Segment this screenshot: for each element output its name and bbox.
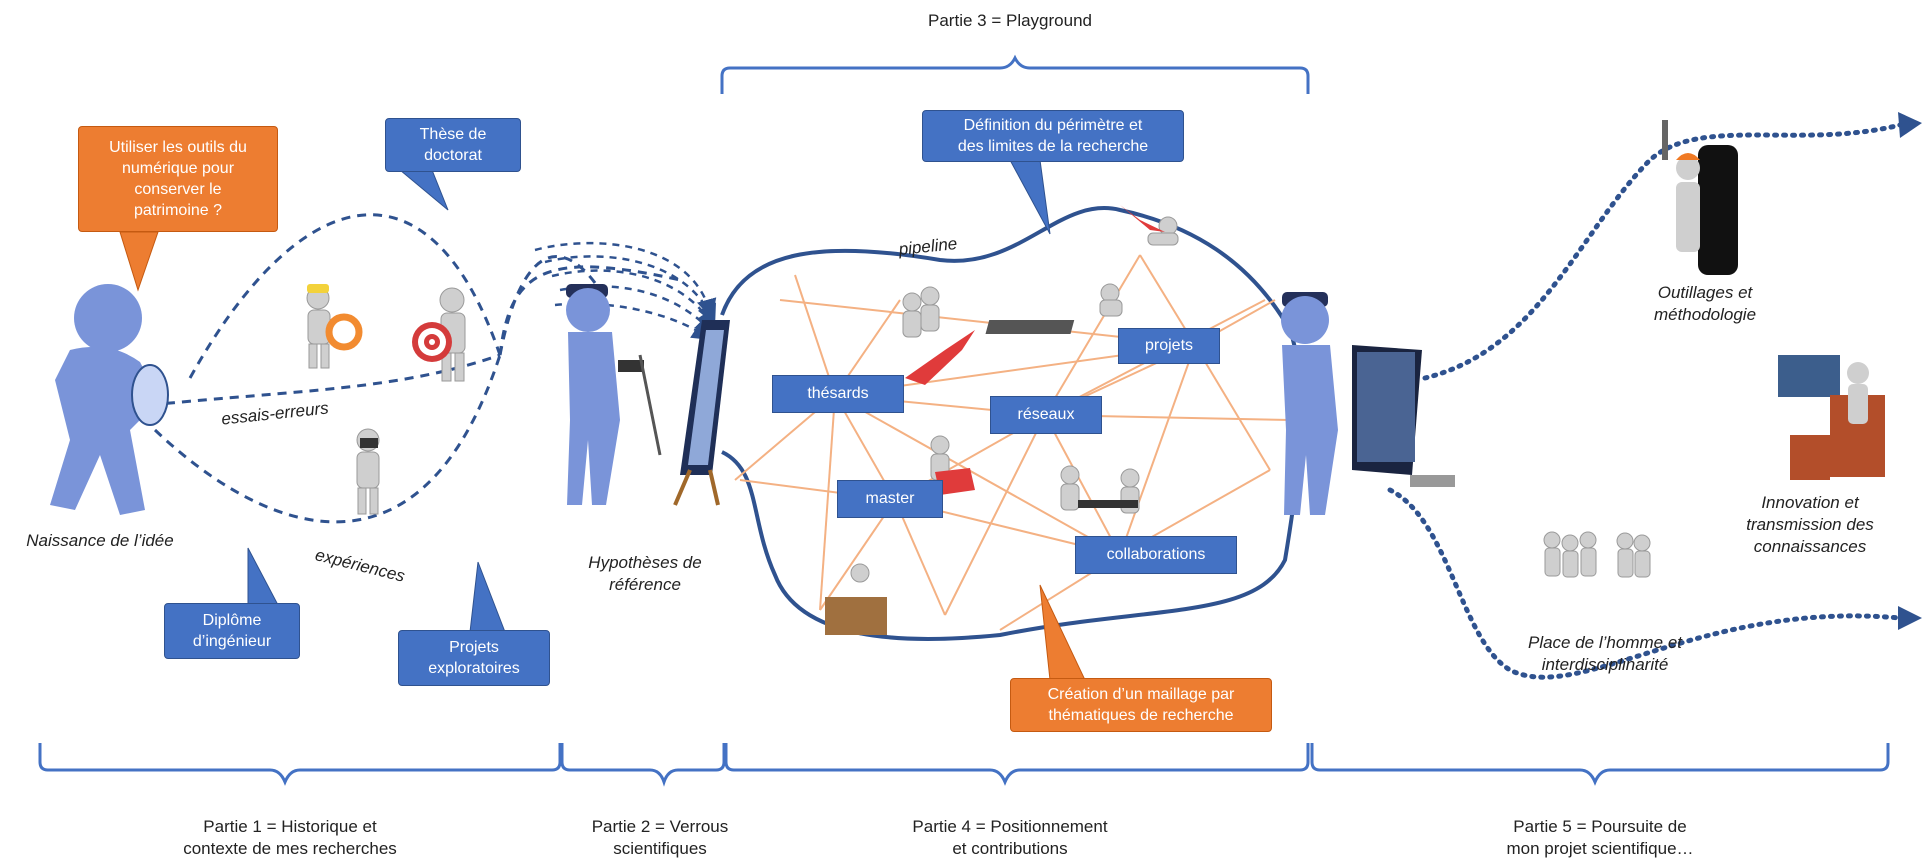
label-place-homme: Place de l’homme et interdisciplinarité [1505,632,1705,676]
label-innovation-line1: Innovation et [1761,493,1859,512]
red-arrow-2 [1120,205,1165,232]
callout-diplome: Diplôme d’ingénieur [164,603,300,659]
node-projets: projets [1118,328,1220,364]
callout-these-line2: doctorat [424,147,482,164]
bottom-braces [38,743,1890,787]
arrowhead-top [1898,112,1922,138]
arrowhead-bottom [1898,606,1922,630]
label-innovation-line2: transmission des [1746,515,1874,534]
callout-patrimoine-line4: patrimoine ? [133,202,223,219]
top-brace [720,54,1310,94]
title-partie-2-line1: Partie 2 = Verrous [591,817,729,836]
dotted-arrow-top [1422,122,1903,381]
node-reseaux: réseaux [990,396,1102,434]
target-icon [412,322,452,362]
callout-tail-maillage [1039,584,1086,681]
title-partie-1: Partie 1 = Historique et contexte de mes… [140,816,440,860]
callout-projets-line1: Projets [449,639,499,656]
callout-these: Thèse de doctorat [385,118,521,172]
title-partie-2-line2: scientifiques [613,839,707,858]
title-partie-3: Partie 3 = Playground [928,11,1092,30]
label-naissance: Naissance de l’idée [26,531,174,550]
dotted-arrow-bottom [1387,487,1903,680]
callout-patrimoine: Utiliser les outils du numérique pour co… [78,126,278,232]
callout-patrimoine-line3: conserver le [134,181,222,198]
callout-tail-perimetre [1009,159,1051,235]
label-outillages-line1: Outillages et [1657,283,1753,302]
callout-perimetre-line2: des limites de la recherche [957,138,1149,155]
callout-tail-projets [469,561,506,633]
keyboard [985,320,1075,334]
label-innovation-line3: connaissances [1753,537,1867,556]
callout-patrimoine-line1: Utiliser les outils du [109,139,247,156]
callout-diplome-line2: d’ingénieur [192,633,272,650]
title-partie-5-line2: mon projet scientifique… [1506,839,1694,858]
camera-icon [360,438,378,448]
label-innovation: Innovation et transmission des connaissa… [1730,492,1890,558]
figure-scientist-2 [1281,292,1455,515]
callout-projets-line2: exploratoires [428,660,520,677]
label-hypotheses: Hypothèses de référence [575,552,715,596]
callout-tail-patrimoine [119,231,159,292]
yellow-hat [307,284,329,293]
callout-tail-diplome [247,547,279,606]
callout-perimetre-line1: Définition du périmètre et [963,117,1143,134]
title-partie-1-line2: contexte de mes recherches [183,839,397,858]
callout-diplome-line1: Diplôme [202,612,262,629]
label-outillages-line2: méthodologie [1653,305,1757,324]
dashed-paths [149,213,681,524]
label-outillages: Outillages et méthodologie [1630,282,1780,326]
callout-patrimoine-line2: numérique pour [121,160,235,177]
figure-scientist-1 [566,284,730,506]
computer-figure [1778,355,1885,480]
title-partie-5-line1: Partie 5 = Poursuite de [1513,817,1687,836]
title-partie-4-line2: et contributions [952,839,1068,858]
figure-idea [50,284,169,515]
callout-perimetre: Définition du périmètre et des limites d… [922,110,1184,162]
tools-figure [1662,120,1738,275]
life-ring [325,313,363,351]
label-hypotheses-line2: référence [609,575,681,594]
callout-maillage: Création d’un maillage par thématiques d… [1010,678,1272,732]
people-group [1543,531,1651,578]
node-master: master [837,480,943,518]
red-puzzle [935,468,975,495]
label-place-line1: Place de l’homme et [1527,633,1683,652]
title-partie-4: Partie 4 = Positionnement et contributio… [865,816,1155,860]
easel-arrows [534,241,717,341]
callout-maillage-line2: thématiques de recherche [1048,707,1234,724]
red-arrow-1 [905,330,975,385]
title-partie-1-line1: Partie 1 = Historique et [203,817,377,836]
node-collaborations: collaborations [1075,536,1237,574]
whiteboard [1078,500,1138,508]
node-thesards: thésards [772,375,904,413]
callout-these-line1: Thèse de [419,126,487,143]
podium [825,597,887,635]
title-partie-5: Partie 5 = Poursuite de mon projet scien… [1450,816,1750,860]
title-partie-4-line1: Partie 4 = Positionnement [912,817,1108,836]
title-partie-2: Partie 2 = Verrous scientifiques [545,816,775,860]
callout-projets-exploratoires: Projets exploratoires [398,630,550,686]
callout-tail-these [398,169,449,211]
callout-maillage-line1: Création d’un maillage par [1047,686,1235,703]
label-hypotheses-line1: Hypothèses de [588,553,702,572]
label-place-line2: interdisciplinarité [1541,655,1669,674]
